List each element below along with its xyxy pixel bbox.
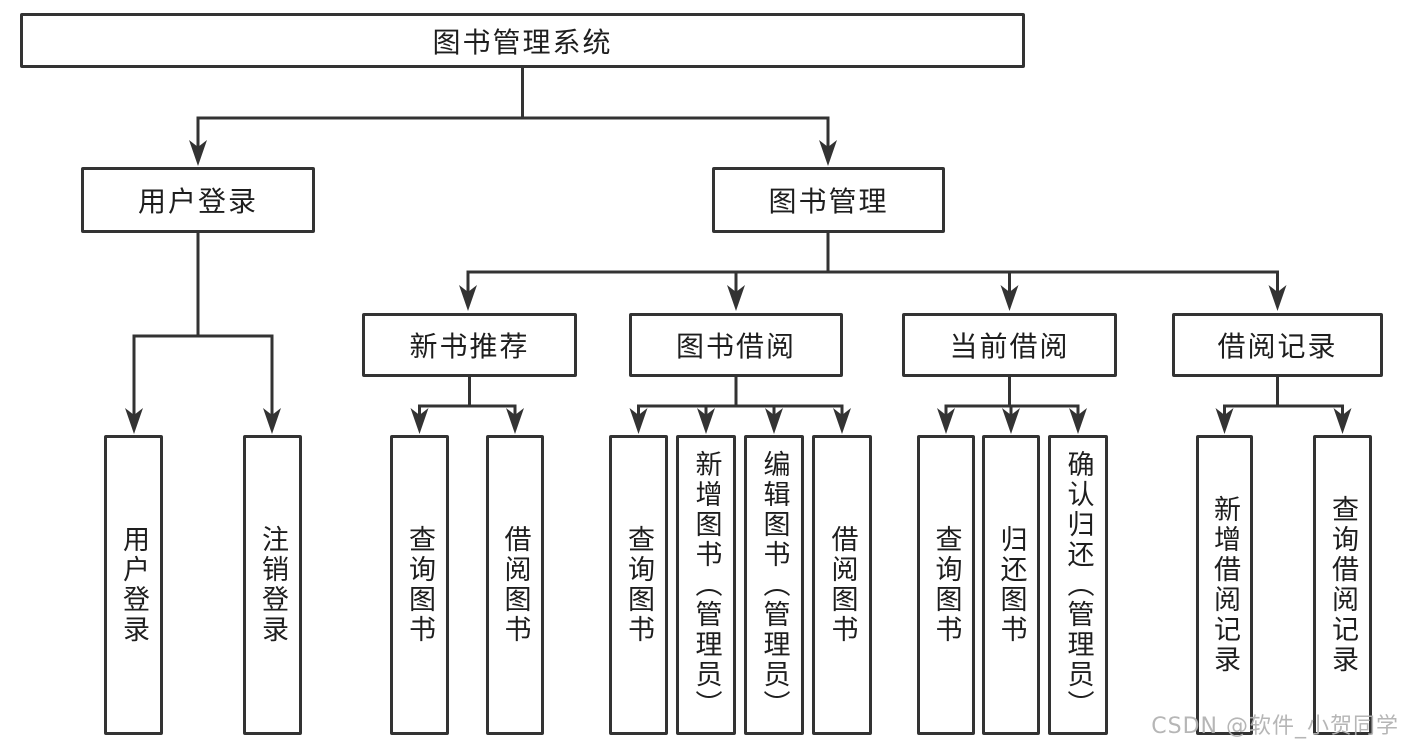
connector-current-children — [937, 377, 1087, 434]
leaf-label: 借阅图书 — [826, 525, 858, 645]
leaf-label: 借阅图书 — [499, 525, 531, 645]
leaf-logout: 注销登录 — [243, 435, 302, 735]
leaf-current-return-books: 归还图书 — [982, 435, 1040, 735]
connector-borrowing-children — [629, 377, 851, 434]
leaf-label: 新增借阅记录 — [1209, 495, 1240, 675]
leaf-current-confirm-return-admin: 确认归还（管理员） — [1048, 435, 1108, 735]
node-book-borrowing: 图书借阅 — [629, 313, 843, 377]
connector-bookmgmt-children — [459, 233, 1287, 311]
connector-newbook-children — [410, 377, 524, 434]
node-book-management: 图书管理 — [712, 167, 945, 233]
leaf-label: 归还图书 — [995, 525, 1027, 645]
leaf-label: 查询图书 — [930, 525, 962, 645]
leaf-current-query-books: 查询图书 — [917, 435, 975, 735]
leaf-label: 编辑图书（管理员） — [758, 450, 790, 720]
connector-records-children — [1215, 377, 1352, 434]
leaf-borrowing-query-books: 查询图书 — [609, 435, 668, 735]
connector-userlogin-children — [125, 233, 281, 434]
node-label: 当前借阅 — [949, 330, 1070, 363]
csdn-watermark: CSDN @软件_小贺同学 — [1151, 714, 1399, 739]
leaf-borrowing-borrow-books: 借阅图书 — [812, 435, 872, 735]
node-borrowing-records: 借阅记录 — [1172, 313, 1383, 377]
connector-root-to-level1 — [189, 68, 837, 166]
leaf-label: 查询图书 — [404, 525, 435, 645]
leaf-label: 查询图书 — [623, 525, 654, 645]
node-user-login: 用户登录 — [81, 167, 315, 233]
node-label: 用户登录 — [137, 185, 258, 218]
leaf-label: 查询借阅记录 — [1327, 495, 1358, 675]
leaf-newbook-borrow-books: 借阅图书 — [486, 435, 544, 735]
leaf-label: 用户登录 — [118, 525, 149, 645]
leaf-user-login: 用户登录 — [104, 435, 163, 735]
leaf-borrowing-edit-books-admin: 编辑图书（管理员） — [744, 435, 804, 735]
leaf-label: 注销登录 — [257, 525, 288, 645]
node-library-management-system: 图书管理系统 — [20, 13, 1025, 68]
node-current-borrowing: 当前借阅 — [902, 313, 1117, 377]
leaf-newbook-query-books: 查询图书 — [390, 435, 449, 735]
node-label: 图书管理系统 — [432, 25, 613, 59]
node-label: 图书管理 — [768, 185, 889, 218]
leaf-label: 新增图书（管理员） — [690, 450, 722, 720]
leaf-label: 确认归还（管理员） — [1062, 450, 1094, 720]
node-label: 新书推荐 — [409, 330, 530, 363]
node-label: 图书借阅 — [675, 330, 796, 363]
leaf-records-query-borrow-record: 查询借阅记录 — [1313, 435, 1372, 735]
leaf-borrowing-add-books-admin: 新增图书（管理员） — [676, 435, 736, 735]
leaf-records-add-borrow-record: 新增借阅记录 — [1196, 435, 1253, 735]
node-new-book-recommendation: 新书推荐 — [362, 313, 577, 377]
node-label: 借阅记录 — [1217, 330, 1338, 363]
